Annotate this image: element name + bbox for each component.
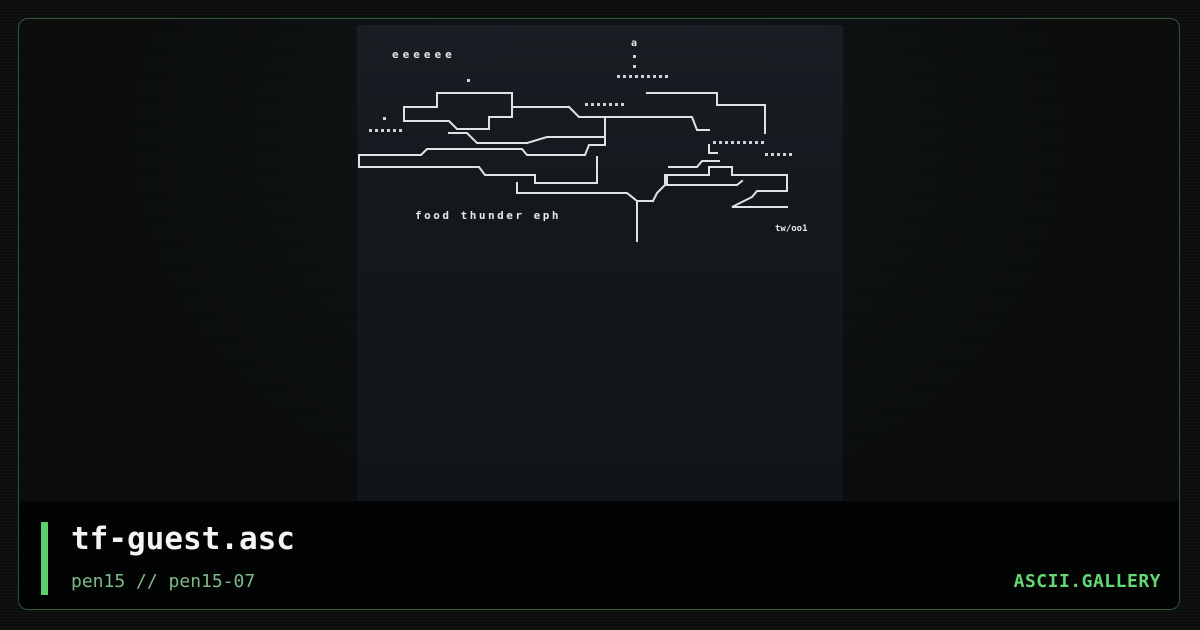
artwork-title: tf-guest.asc [71, 521, 295, 557]
artwork-header-text: eeeeee [392, 48, 456, 61]
artwork-subtitle: pen15 // pen15-07 [71, 571, 256, 592]
brand-link[interactable]: ASCII.GALLERY [1013, 571, 1161, 592]
card-frame: eeeeee a food thunder eph tw/oo1 tf-gues… [18, 18, 1180, 610]
accent-bar [41, 522, 48, 595]
artwork-caption: food thunder eph [415, 209, 561, 222]
ascii-artwork-canvas: eeeeee a food thunder eph tw/oo1 [358, 38, 808, 242]
artwork-top-mark: a [631, 38, 637, 49]
artwork-signature: tw/oo1 [775, 224, 808, 234]
ascii-artwork: eeeeee a food thunder eph tw/oo1 [357, 25, 843, 501]
footer-bar: tf-guest.asc pen15 // pen15-07 ASCII.GAL… [19, 501, 1179, 609]
